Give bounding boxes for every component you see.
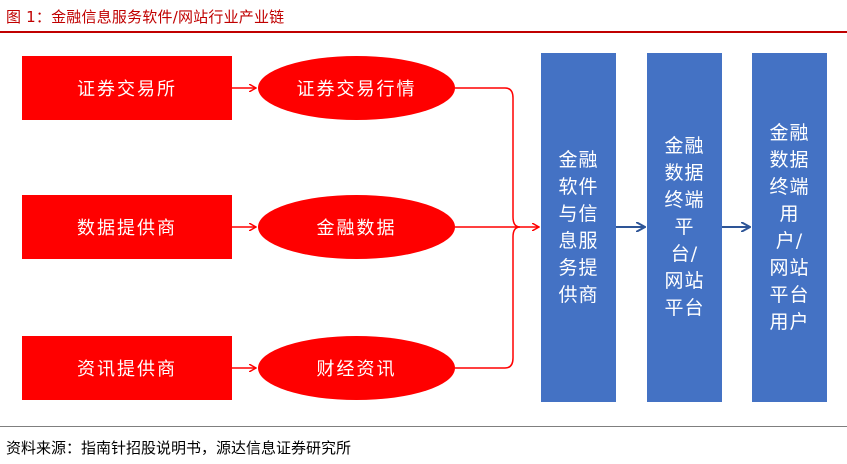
footer-divider [0, 426, 847, 427]
product-ellipse-news: 财经资讯 [258, 336, 455, 400]
chain-box-software-provider: 金融软件与信息服务提供商 [541, 53, 616, 402]
chain-box-label: 金融软件与信息服务提供商 [558, 148, 599, 306]
source-box-exchange: 证券交易所 [22, 56, 232, 120]
chain-box-label: 金融数据终端平台/网站平台 [664, 135, 705, 319]
source-box-news-provider: 资讯提供商 [22, 336, 232, 400]
title-divider [0, 31, 847, 33]
source-note: 资料来源：指南针招股说明书，源达信息证券研究所 [6, 439, 352, 457]
chain-box-terminal-platform: 金融数据终端平台/网站平台 [647, 53, 722, 402]
merge-brace [455, 87, 521, 369]
product-ellipse-financial-data: 金融数据 [258, 195, 455, 259]
chain-box-label: 金融数据终端用户/网站平台用户 [769, 121, 810, 333]
chain-box-end-users: 金融数据终端用户/网站平台用户 [752, 53, 827, 402]
source-box-data-provider: 数据提供商 [22, 195, 232, 259]
figure-title: 图 1：金融信息服务软件/网站行业产业链 [6, 8, 285, 26]
product-ellipse-quotes: 证券交易行情 [258, 56, 455, 120]
